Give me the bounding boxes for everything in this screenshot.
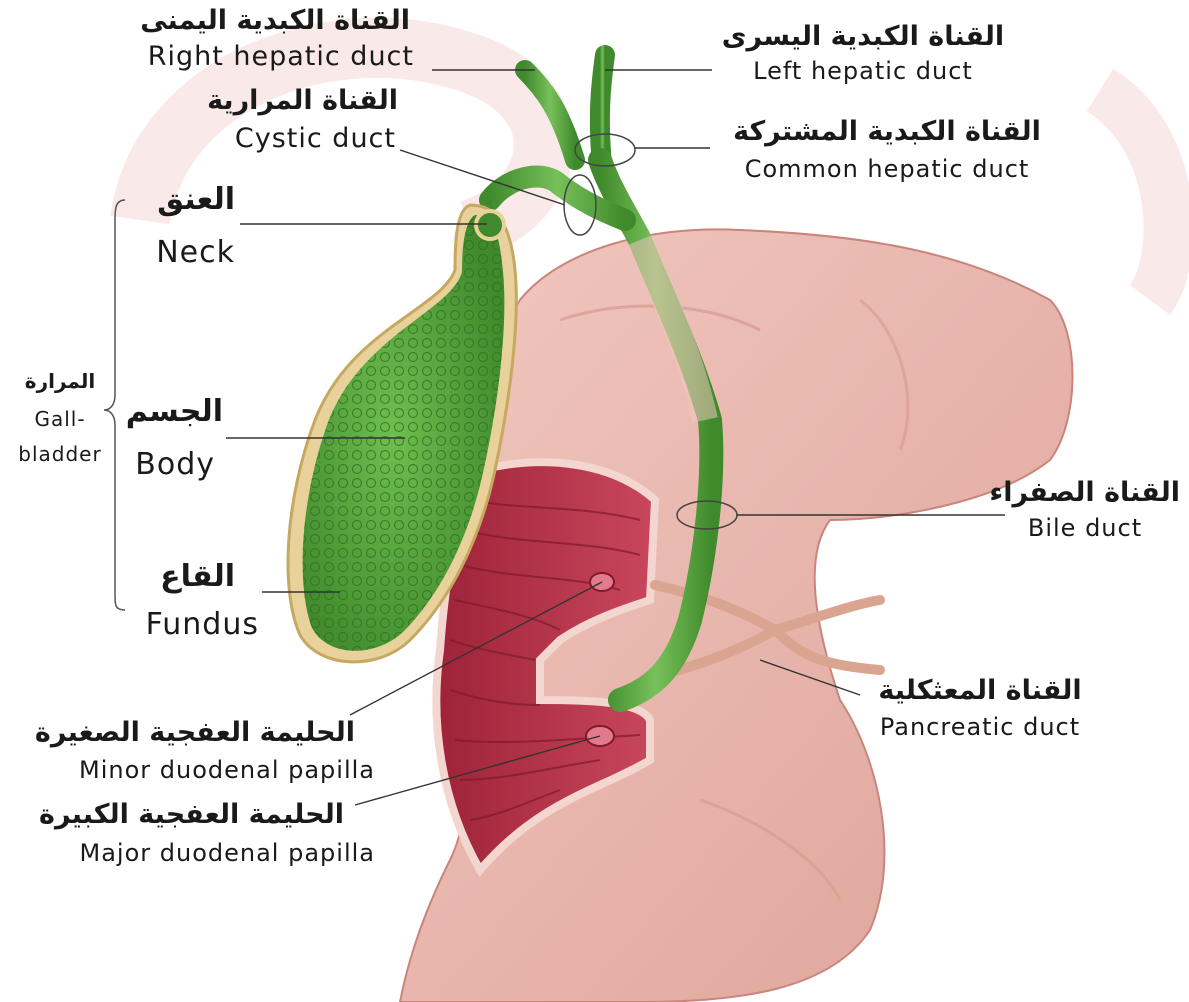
fundus-label-ar: القاع <box>160 560 235 593</box>
major-papilla-label-en: Major duodenal papilla <box>80 840 376 866</box>
right-hepatic-duct-label-en: Right hepatic duct <box>148 42 414 72</box>
right-hepatic-duct-label-ar: القناة الكبدية اليمنى <box>140 6 410 36</box>
left-hepatic-duct-label-en: Left hepatic duct <box>718 58 1008 84</box>
major-papilla-label-ar: الحليمة العفجية الكبيرة <box>39 800 344 830</box>
left-hepatic-duct-label-ar: القناة الكبدية اليسرى <box>718 22 1008 52</box>
common-hepatic-duct-label-en: Common hepatic duct <box>712 156 1062 182</box>
fundus-label-en: Fundus <box>146 608 259 641</box>
gallbladder-label-en-2: bladder <box>0 443 120 465</box>
body-label-ar: الجسم <box>126 395 223 428</box>
cystic-duct-label-ar: القناة المرارية <box>207 86 398 116</box>
pancreatic-duct-label-ar: القناة المعثكلية <box>855 676 1105 706</box>
gallbladder-label-en-1: Gall- <box>10 408 110 430</box>
body-label-en: Body <box>135 448 215 481</box>
neck-label-ar: العنق <box>157 183 235 216</box>
minor-papilla-label-en: Minor duodenal papilla <box>79 757 375 783</box>
pancreatic-duct-label-en: Pancreatic duct <box>855 714 1105 740</box>
gallbladder-bracket <box>104 200 125 610</box>
minor-papilla-label-ar: الحليمة العفجية الصغيرة <box>35 718 355 748</box>
common-hepatic-duct-label-ar: القناة الكبدية المشتركة <box>712 117 1062 147</box>
cystic-duct-label-en: Cystic duct <box>235 124 396 154</box>
neck-label-en: Neck <box>156 236 235 269</box>
bile-duct-label-en: Bile duct <box>990 515 1180 541</box>
gallbladder-label-ar: المرارة <box>10 370 110 392</box>
bile-duct-label-ar: القناة الصفراء <box>990 478 1180 508</box>
